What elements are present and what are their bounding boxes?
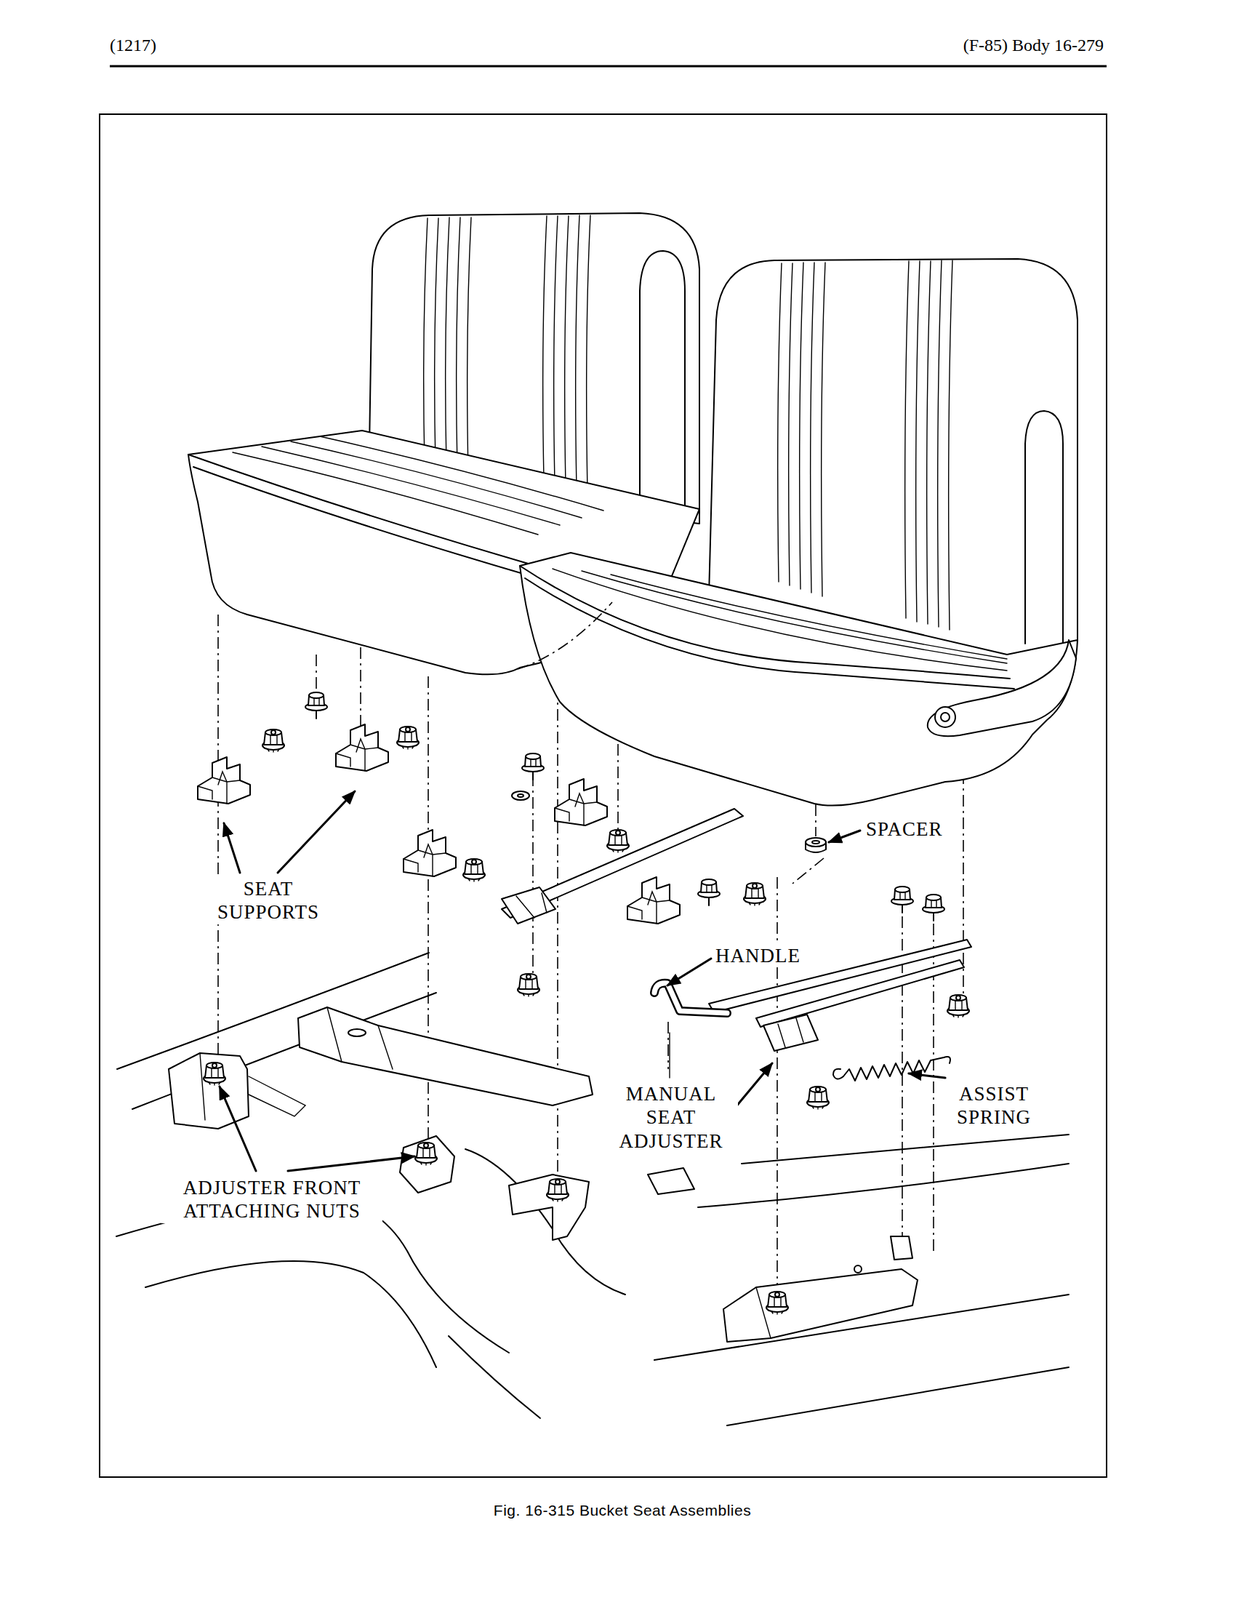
page-header: (1217): [109, 34, 157, 56]
part-label: MANUAL SEAT ADJUSTER: [604, 1081, 738, 1153]
figure-caption: Fig. 16-315 Bucket Seat Assemblies: [4, 1500, 1236, 1519]
part-label: HANDLE: [713, 943, 802, 967]
part-label: ASSIST SPRING: [941, 1081, 1047, 1130]
part-label: ADJUSTER FRONT ATTACHING NUTS: [161, 1175, 383, 1223]
page-header: (F-85) Body 16-279: [812, 34, 1104, 56]
part-label: SPACER: [864, 817, 945, 841]
part-label: SEAT SUPPORTS: [201, 876, 336, 925]
